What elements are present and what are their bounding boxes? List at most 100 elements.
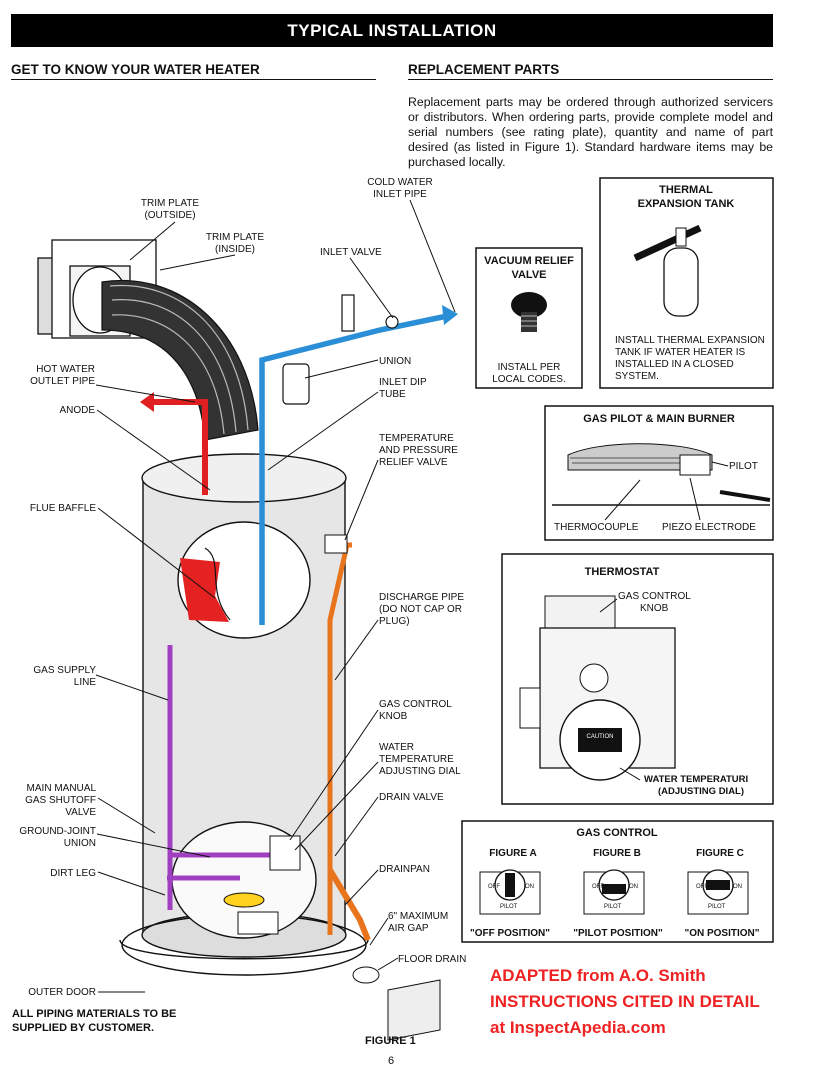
credit-line: INSTRUCTIONS CITED IN DETAIL <box>490 992 760 1011</box>
cold-water-inlet-pipe <box>259 294 458 625</box>
svg-text:GAS PILOT & MAIN BURNER: GAS PILOT & MAIN BURNER <box>583 413 735 425</box>
page-title: TYPICAL INSTALLATION <box>287 20 497 40</box>
leader-lines <box>95 199 456 993</box>
vacuum-valve-icon <box>511 292 547 332</box>
svg-text:COLD WATER: COLD WATER <box>367 177 433 188</box>
svg-text:VALVE: VALVE <box>511 269 546 281</box>
svg-text:FIGURE B: FIGURE B <box>593 848 641 859</box>
label-floor-drain: FLOOR DRAIN <box>398 954 466 965</box>
svg-text:TEMPERATURE: TEMPERATURE <box>379 433 454 444</box>
vacuum-relief-box: VACUUM RELIEF VALVE INSTALL PER LOCAL CO… <box>475 247 583 389</box>
svg-text:(INSIDE): (INSIDE) <box>215 244 255 255</box>
svg-text:OUTLET PIPE: OUTLET PIPE <box>30 376 95 387</box>
svg-text:"PILOT POSITION": "PILOT POSITION" <box>573 928 663 939</box>
svg-text:KNOB: KNOB <box>379 711 408 722</box>
svg-text:WATER TEMPERATURI: WATER TEMPERATURI <box>644 774 748 785</box>
svg-text:PILOT: PILOT <box>708 904 726 910</box>
svg-text:(OUTSIDE): (OUTSIDE) <box>144 210 195 221</box>
svg-text:ON: ON <box>525 884 534 890</box>
svg-text:"OFF POSITION": "OFF POSITION" <box>470 928 550 939</box>
svg-text:PLUG): PLUG) <box>379 616 410 627</box>
svg-text:INSTALL THERMAL EXPANSION: INSTALL THERMAL EXPANSION <box>615 335 765 346</box>
svg-text:THERMAL: THERMAL <box>659 184 713 196</box>
svg-text:TUBE: TUBE <box>379 389 406 400</box>
svg-text:VALVE: VALVE <box>65 807 96 818</box>
gas-control-figure-b: FIGURE B OFF ON PILOT "PILOT POSITION" <box>573 848 663 939</box>
svg-text:PILOT: PILOT <box>500 904 518 910</box>
svg-text:OFF: OFF <box>592 884 604 890</box>
svg-text:THERMOCOUPLE: THERMOCOUPLE <box>554 522 639 533</box>
floor-drain-icon <box>352 966 441 1041</box>
page-banner: TYPICAL INSTALLATION <box>11 14 773 47</box>
label-drain-valve: DRAIN VALVE <box>379 792 444 803</box>
svg-text:TRIM PLATE: TRIM PLATE <box>206 232 264 243</box>
svg-text:MAIN MANUAL: MAIN MANUAL <box>27 783 97 794</box>
svg-text:PILOT: PILOT <box>729 461 758 472</box>
burner-assembly-icon <box>552 443 771 506</box>
svg-text:THERMOSTAT: THERMOSTAT <box>585 566 660 578</box>
svg-text:WATER: WATER <box>379 742 414 753</box>
svg-text:(ADJUSTING DIAL): (ADJUSTING DIAL) <box>658 786 744 797</box>
label-trim-inside: TRIM PLATE(INSIDE) <box>206 232 264 255</box>
svg-text:AIR GAP: AIR GAP <box>388 923 429 934</box>
svg-text:GAS CONTROL: GAS CONTROL <box>618 591 691 602</box>
svg-text:6" MAXIMUM: 6" MAXIMUM <box>388 911 448 922</box>
figure-label: FIGURE 1 <box>365 1035 416 1047</box>
label-trim-outside: TRIM PLATE(OUTSIDE) <box>141 198 199 221</box>
credit-line: at InspectApedia.com <box>490 1018 666 1037</box>
burner-icon <box>223 892 279 935</box>
svg-text:TANK IF WATER HEATER IS: TANK IF WATER HEATER IS <box>615 347 746 358</box>
thermostat-box: THERMOSTAT CAUTION GAS CONTROL KNOB WATE… <box>501 553 774 805</box>
hot-water-outlet-pipe <box>140 392 208 495</box>
svg-text:TEMPERATURE: TEMPERATURE <box>379 754 454 765</box>
piping-note: ALL PIPING MATERIALS TO BE SUPPLIED BY C… <box>12 1008 177 1034</box>
label-drainpan: DRAINPAN <box>379 864 430 875</box>
page-number: 6 <box>388 1055 395 1067</box>
svg-text:LOCAL CODES.: LOCAL CODES. <box>492 374 566 385</box>
svg-text:OFF: OFF <box>696 884 708 890</box>
svg-text:RELIEF VALVE: RELIEF VALVE <box>379 457 448 468</box>
svg-text:EXPANSION TANK: EXPANSION TANK <box>638 198 735 210</box>
svg-text:VACUUM RELIEF: VACUUM RELIEF <box>484 255 574 267</box>
svg-text:"ON POSITION": "ON POSITION" <box>684 928 759 939</box>
flex-vent-pipe-icon <box>101 280 259 441</box>
label-inlet-valve: INLET VALVE <box>320 247 382 258</box>
svg-text:GROUND-JOINT: GROUND-JOINT <box>19 826 96 837</box>
svg-text:HOT WATER: HOT WATER <box>36 364 95 375</box>
label-anode: ANODE <box>59 405 95 416</box>
intro-paragraph: Replacement parts may be ordered through… <box>408 95 773 169</box>
expansion-tank-box: THERMAL EXPANSION TANK INSTALL THERMAL E… <box>599 177 774 389</box>
label-outer-door: OUTER DOOR <box>28 987 96 998</box>
svg-text:INSTALL PER: INSTALL PER <box>498 362 561 373</box>
knob-pilot-icon <box>602 884 626 894</box>
svg-text:PILOT: PILOT <box>604 904 622 910</box>
svg-text:ON: ON <box>629 884 638 890</box>
svg-text:INLET DIP: INLET DIP <box>379 377 427 388</box>
label-dirt-leg: DIRT LEG <box>50 868 96 879</box>
svg-text:INLET PIPE: INLET PIPE <box>373 189 427 200</box>
svg-text:INSTALLED IN A CLOSED: INSTALLED IN A CLOSED <box>615 359 734 370</box>
svg-text:GAS SUPPLY: GAS SUPPLY <box>33 665 96 676</box>
svg-text:UNION: UNION <box>64 838 96 849</box>
gas-supply-pipe <box>167 645 301 910</box>
svg-text:FIGURE C: FIGURE C <box>696 848 744 859</box>
credit-line: ADAPTED from A.O. Smith <box>490 966 706 985</box>
gas-control-figure-a: FIGURE A OFF ON PILOT "OFF POSITION" <box>470 848 550 939</box>
svg-text:KNOB: KNOB <box>640 603 669 614</box>
svg-text:ON: ON <box>733 884 742 890</box>
svg-text:GAS CONTROL: GAS CONTROL <box>576 827 658 839</box>
svg-text:ADJUSTING DIAL: ADJUSTING DIAL <box>379 766 461 777</box>
section-heading-left: GET TO KNOW YOUR WATER HEATER <box>11 62 376 80</box>
gas-control-figure-c: FIGURE C OFF ON PILOT "ON POSITION" <box>684 848 759 939</box>
gas-control-box: GAS CONTROL FIGURE A OFF ON PILOT "OFF P… <box>461 820 774 943</box>
svg-text:LINE: LINE <box>74 677 97 688</box>
label-flue-baffle: FLUE BAFFLE <box>30 503 96 514</box>
